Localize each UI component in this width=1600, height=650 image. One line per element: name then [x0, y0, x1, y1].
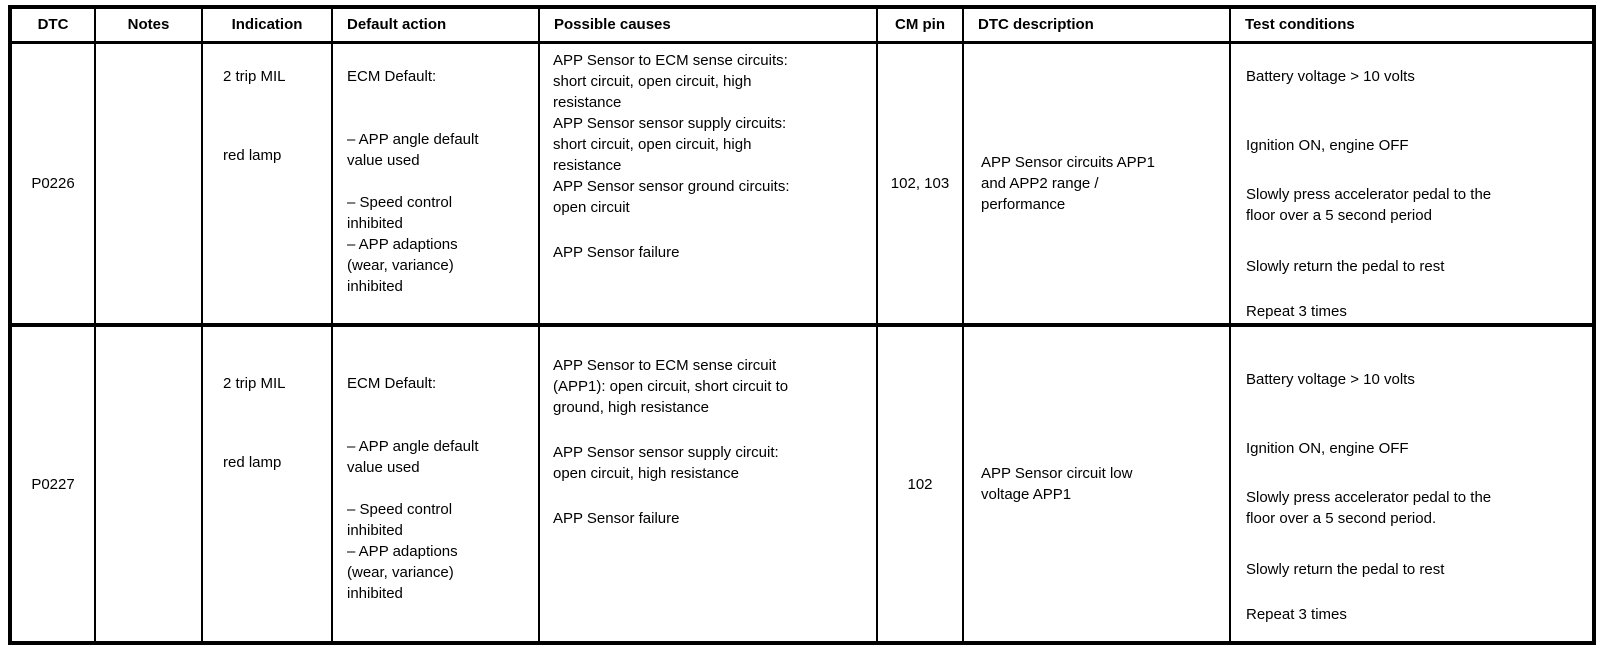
column-header-notes: Notes	[94, 6, 203, 44]
text-line: open circuit, high resistance	[553, 465, 739, 482]
dtc-table: DTC Notes Indication Default action Poss…	[8, 5, 1596, 645]
dtc-code: P0227	[31, 475, 75, 493]
dtc-code-cell: P0226	[9, 41, 96, 327]
cm-pin-cell: 102, 103	[876, 41, 964, 327]
text-line: Ignition ON, engine OFF	[1246, 440, 1409, 457]
column-header-cm-pin: CM pin	[876, 6, 964, 44]
text-line: APP Sensor failure	[553, 243, 680, 261]
table-header: DTC Notes Indication Default action Poss…	[9, 6, 1595, 44]
column-header-default-action: Default action	[331, 6, 540, 44]
text-line: – Speed control	[347, 193, 453, 211]
text-line: APP Sensor to ECM sense circuits:	[553, 51, 788, 69]
text-line: (wear, variance)	[347, 564, 454, 581]
text-line: APP Sensor circuits APP1	[981, 153, 1155, 171]
text-line: Battery voltage > 10 volts	[1246, 371, 1415, 388]
text-line: Slowly return the pedal to rest	[1246, 561, 1445, 578]
text-line: Repeat 3 times	[1246, 606, 1347, 623]
column-header-test-conditions: Test conditions	[1229, 6, 1595, 44]
text-line: APP Sensor to ECM sense circuit	[553, 357, 777, 374]
indication-cell: 2 trip MIL red lamp	[201, 324, 333, 644]
cm-pin-value: 102, 103	[890, 174, 950, 192]
text-line: APP Sensor circuit low	[981, 465, 1133, 482]
text-line: – Speed control	[347, 501, 453, 518]
text-line: (wear, variance)	[347, 256, 454, 274]
text-line: Slowly press accelerator pedal to the	[1246, 185, 1492, 203]
text-line: APP Sensor failure	[553, 510, 680, 527]
text-line: floor over a 5 second period.	[1246, 510, 1437, 527]
text-line: ground, high resistance	[553, 399, 709, 416]
text-line: performance	[981, 195, 1066, 213]
text-line: voltage APP1	[981, 486, 1072, 503]
text-line: inhibited	[347, 277, 403, 295]
text-line: – APP adaptions	[347, 235, 458, 253]
test-conditions-cell: Battery voltage > 10 volts Ignition ON, …	[1229, 41, 1595, 327]
default-action-cell: ECM Default: – APP angle default value u…	[331, 324, 540, 644]
text-line: Battery voltage > 10 volts	[1246, 67, 1415, 85]
text-line: APP Sensor sensor ground circuits:	[553, 177, 790, 195]
text-line: resistance	[553, 93, 622, 111]
text-line: floor over a 5 second period	[1246, 206, 1432, 224]
indication-cell: 2 trip MIL red lamp	[201, 41, 333, 327]
text-line: – APP adaptions	[347, 543, 458, 560]
text-line: red lamp	[223, 146, 282, 164]
text-line: value used	[347, 151, 420, 169]
header-row: DTC Notes Indication Default action Poss…	[9, 6, 1595, 44]
default-action-cell: ECM Default: – APP angle default value u…	[331, 41, 540, 327]
text-line: inhibited	[347, 214, 403, 232]
column-header-possible-causes: Possible causes	[538, 6, 878, 44]
text-line: ECM Default:	[347, 67, 437, 85]
dtc-description-cell: APP Sensor circuits APP1 and APP2 range …	[962, 41, 1231, 327]
table-row-p0226: P0226 2 trip MIL red lamp ECM Default: –…	[9, 41, 1595, 327]
dtc-code-cell: P0227	[9, 324, 96, 644]
text-line: APP Sensor sensor supply circuits:	[553, 114, 787, 132]
text-line: inhibited	[347, 585, 403, 602]
text-line: short circuit, open circuit, high	[553, 135, 752, 153]
text-line: 2 trip MIL	[223, 375, 286, 392]
text-line: Slowly return the pedal to rest	[1246, 257, 1445, 275]
text-line: open circuit	[553, 198, 630, 216]
text-line: Ignition ON, engine OFF	[1246, 136, 1409, 154]
test-conditions-cell: Battery voltage > 10 volts Ignition ON, …	[1229, 324, 1595, 644]
possible-causes-cell: APP Sensor to ECM sense circuits: short …	[538, 41, 878, 327]
text-line: Repeat 3 times	[1246, 302, 1347, 320]
text-line: 2 trip MIL	[223, 67, 286, 85]
possible-causes-cell: APP Sensor to ECM sense circuit (APP1): …	[538, 324, 878, 644]
text-line: – APP angle default	[347, 130, 479, 148]
column-header-dtc-description: DTC description	[962, 6, 1231, 44]
column-header-indication: Indication	[201, 6, 333, 44]
text-line: value used	[347, 459, 420, 476]
dtc-description-cell: APP Sensor circuit low voltage APP1	[962, 324, 1231, 644]
dtc-code: P0226	[31, 174, 75, 192]
notes-cell	[94, 324, 203, 644]
cm-pin-cell: 102	[876, 324, 964, 644]
table-row-p0227: P0227 2 trip MIL red lamp ECM Default: –…	[9, 324, 1595, 644]
text-line: Slowly press accelerator pedal to the	[1246, 489, 1492, 506]
text-line: and APP2 range /	[981, 174, 1099, 192]
column-header-dtc: DTC	[9, 6, 96, 44]
text-line: resistance	[553, 156, 622, 174]
text-line: inhibited	[347, 522, 403, 539]
cm-pin-value: 102	[907, 475, 933, 493]
text-line: ECM Default:	[347, 375, 437, 392]
text-line: red lamp	[223, 454, 282, 471]
text-line: (APP1): open circuit, short circuit to	[553, 378, 789, 395]
text-line: – APP angle default	[347, 438, 479, 455]
notes-cell	[94, 41, 203, 327]
text-line: short circuit, open circuit, high	[553, 72, 752, 90]
text-line: APP Sensor sensor supply circuit:	[553, 444, 779, 461]
